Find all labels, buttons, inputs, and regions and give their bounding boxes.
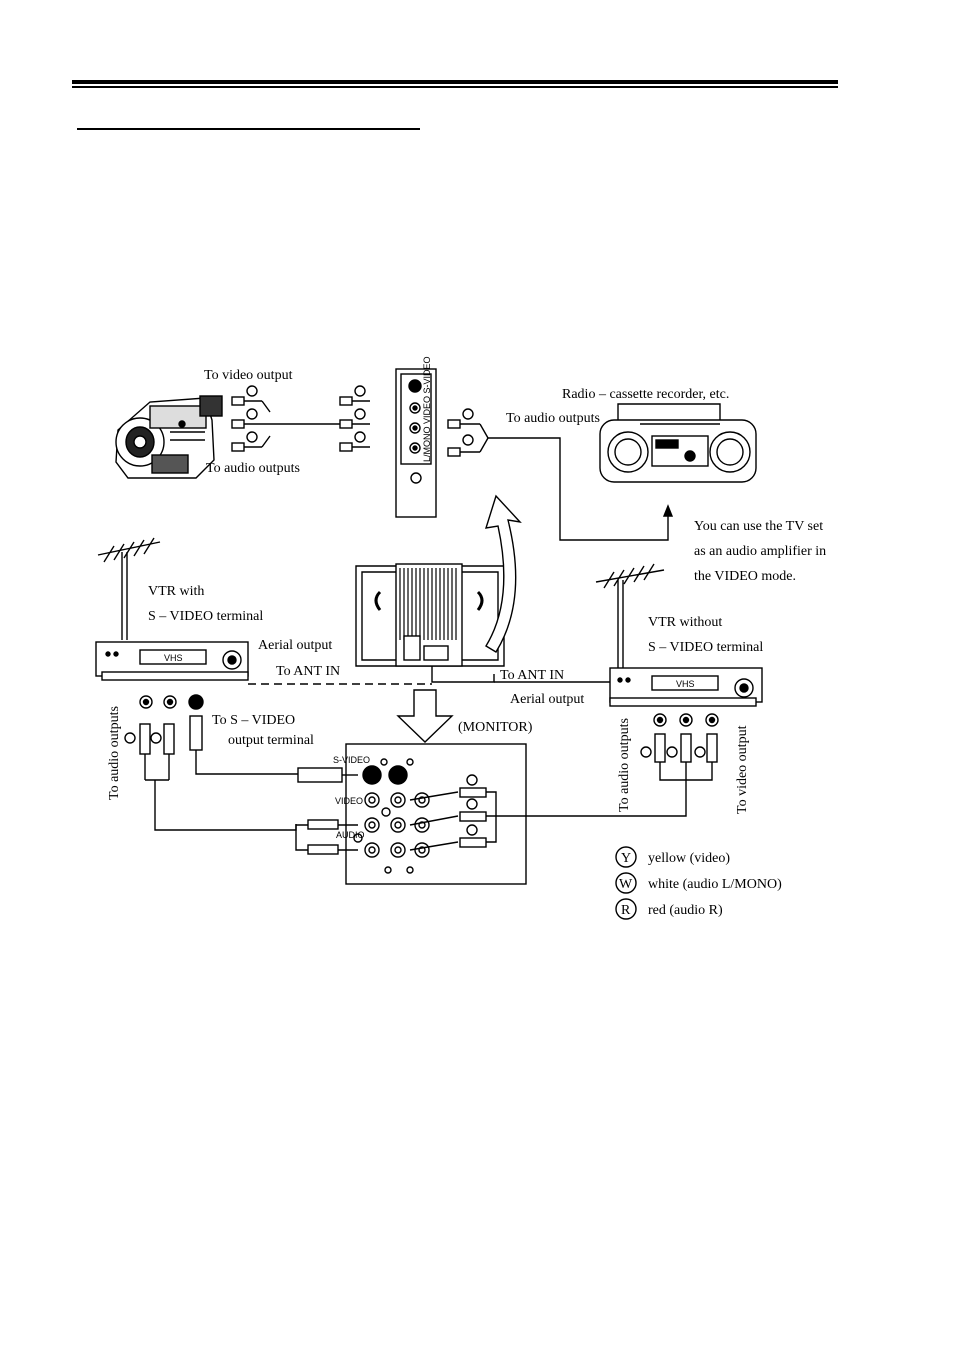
- monitor-jack-panel: [295, 743, 687, 885]
- tv-amp-line-2: as an audio amplifier in: [694, 544, 826, 559]
- radio-cables: [447, 408, 674, 541]
- panel-audio-label: AUDIO: [336, 830, 365, 840]
- legend-y-symbol: Y: [621, 851, 631, 866]
- aerial-output-right-label: Aerial output: [510, 692, 584, 707]
- to-video-output-right-vertical: To video output: [735, 725, 750, 814]
- legend-yellow-text: yellow (video): [648, 851, 730, 866]
- vtr-left-icon: [95, 641, 249, 681]
- vhs-left-label: VHS: [164, 653, 183, 663]
- vhs-right-label: VHS: [676, 679, 695, 689]
- tv-amp-line-1: You can use the TV set: [694, 519, 823, 534]
- down-arrow-icon: [396, 689, 454, 743]
- subheading-rule: [77, 128, 420, 130]
- to-svideo-line-1: To S – VIDEO: [212, 713, 295, 728]
- header-rule-thin: [72, 86, 838, 88]
- to-ant-in-right-label: To ANT IN: [500, 668, 564, 683]
- camcorder-icon: [115, 395, 223, 479]
- antenna-right-icon: [595, 563, 665, 668]
- curved-arrow-icon: [484, 494, 522, 653]
- tv-front-panel: [395, 368, 437, 518]
- legend-symbols: [615, 846, 637, 920]
- vtr-without-line-2: S – VIDEO terminal: [648, 640, 763, 655]
- to-ant-in-left-label: To ANT IN: [276, 664, 340, 679]
- vtr-with-line-1: VTR with: [148, 584, 204, 599]
- radio-label: Radio – cassette recorder, etc.: [562, 387, 729, 402]
- vtr-right-jacks: [640, 713, 719, 781]
- front-panel-text: L/MONO VIDEO S-VIDEO: [422, 356, 432, 462]
- vtr-without-line-1: VTR without: [648, 615, 722, 630]
- to-audio-outputs-cam-label: To audio outputs: [206, 461, 300, 476]
- to-svideo-line-2: output terminal: [228, 733, 314, 748]
- legend-red-text: red (audio R): [648, 903, 723, 918]
- tv-rear-icon: [355, 563, 505, 667]
- to-video-output-label: To video output: [204, 368, 293, 383]
- monitor-label: (MONITOR): [458, 720, 533, 735]
- tv-amp-line-3: the VIDEO mode.: [694, 569, 796, 584]
- to-audio-outputs-left-vertical: To audio outputs: [107, 706, 122, 800]
- connector-letters-cam: [246, 385, 366, 443]
- to-audio-outputs-right-vertical: To audio outputs: [617, 718, 632, 812]
- panel-video-label: VIDEO: [335, 796, 363, 806]
- panel-svideo-label: S-VIDEO: [333, 755, 370, 765]
- radio-cassette-icon: [599, 403, 757, 483]
- vtr-with-line-2: S – VIDEO terminal: [148, 609, 263, 624]
- legend-w-symbol: W: [619, 877, 633, 892]
- to-audio-outputs-radio-label: To audio outputs: [506, 411, 600, 426]
- header-rule-thick: [72, 80, 838, 84]
- camcorder-cables: [231, 396, 370, 452]
- antenna-cable-right: [431, 660, 495, 683]
- vtr-right-icon: [609, 667, 763, 707]
- legend-white-text: white (audio L/MONO): [648, 877, 782, 892]
- antenna-left-icon: [97, 537, 161, 640]
- aerial-output-left-label: Aerial output: [258, 638, 332, 653]
- legend-r-symbol: R: [621, 903, 631, 918]
